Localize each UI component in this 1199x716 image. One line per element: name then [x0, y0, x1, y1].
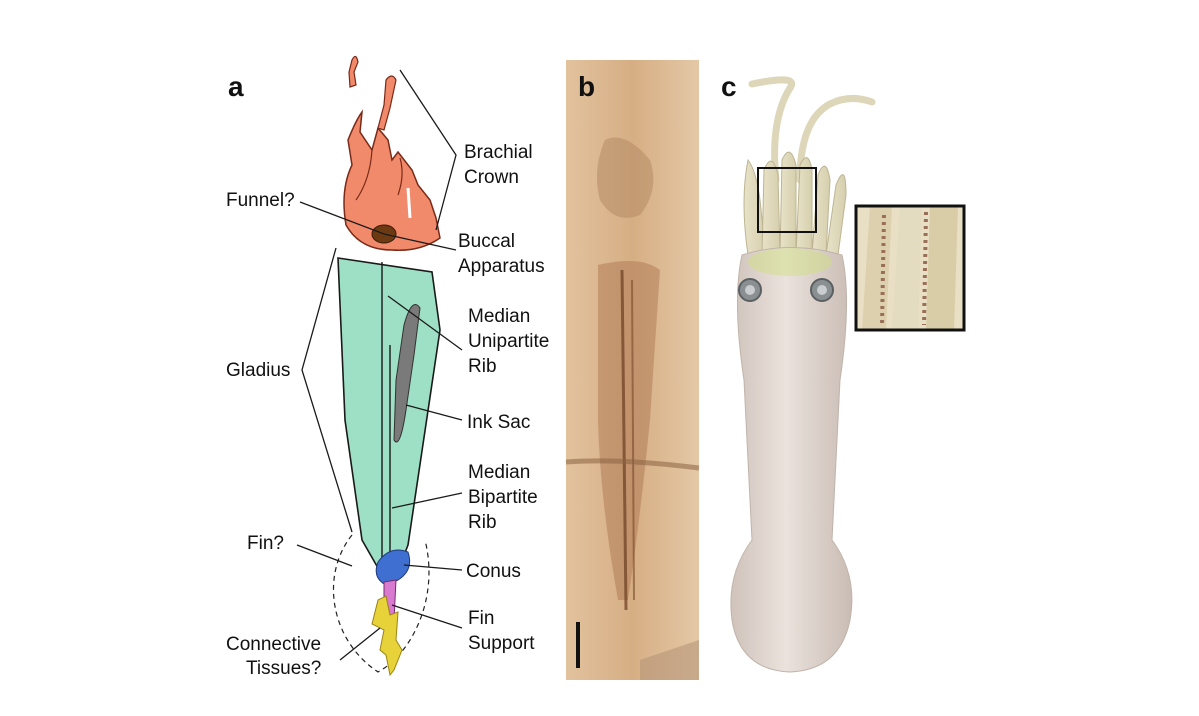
label-ink-sac: Ink Sac — [467, 412, 530, 433]
conus-shape — [375, 549, 411, 586]
zoom-source-box — [757, 167, 817, 233]
label-median-bipartite-rib: Median Bipartite Rib — [468, 462, 543, 533]
inset-suckers-2 — [922, 211, 928, 326]
leader-lines — [296, 69, 463, 661]
brachial-crown-fold-2 — [397, 157, 403, 196]
brachial-crown-shape — [343, 109, 441, 251]
arm-fragment-1 — [348, 55, 359, 88]
squid-eye-left-pupil — [745, 285, 755, 295]
panel-letter-c: c — [721, 71, 737, 102]
bipartite-leader — [391, 492, 463, 509]
tentacle-right — [796, 95, 876, 184]
panel-letter-a: a — [228, 71, 244, 102]
arm-2 — [761, 160, 781, 256]
label-conus: Conus — [466, 561, 521, 582]
ink-sac-leader — [405, 404, 463, 421]
connective-leader — [339, 627, 381, 661]
connective-tissues-shape — [371, 595, 403, 677]
buccal-leader — [383, 233, 457, 251]
panel-a: a — [226, 55, 555, 679]
brachial-crown-bracket — [399, 69, 457, 231]
fossil-crack — [565, 458, 700, 471]
label-connective-tissues: Connective Tissues? — [226, 634, 326, 679]
tentacle-left — [748, 76, 796, 184]
inset-arm-2 — [892, 206, 922, 330]
squid-eye-right-pupil — [817, 285, 827, 295]
arm-fragment-2 — [377, 75, 397, 131]
conus-leader — [403, 564, 463, 571]
fin-leader — [296, 544, 353, 567]
arm-5 — [811, 165, 831, 256]
gladius-shape — [337, 257, 441, 577]
arm-3 — [779, 151, 797, 256]
inset-suckers-1 — [880, 214, 886, 326]
panel-c: c — [721, 71, 966, 673]
fossil-crown-impression — [596, 137, 654, 218]
arm-4 — [795, 157, 813, 256]
label-fin-support: Fin Support — [468, 608, 535, 654]
fin-outline — [333, 534, 430, 673]
fin-support-leader — [391, 604, 463, 629]
squid-collar-tint — [748, 248, 832, 276]
unipartite-leader — [387, 295, 463, 351]
inset-frame — [854, 204, 966, 332]
label-buccal-apparatus: Buccal Apparatus — [458, 231, 545, 277]
panel-letter-b: b — [578, 71, 595, 102]
panel-b: b — [565, 60, 700, 680]
gladius-bracket — [301, 247, 353, 533]
fossil-rib-dark-2 — [631, 279, 635, 601]
label-fin: Fin? — [247, 533, 284, 554]
ink-sac-shape — [393, 304, 421, 443]
fossil-rib-dark — [620, 269, 628, 611]
label-funnel: Funnel? — [226, 190, 295, 211]
brachial-crown-slit — [406, 187, 412, 219]
label-gladius: Gladius — [226, 360, 290, 381]
fossil-crack-2 — [640, 640, 699, 680]
funnel-leader — [299, 201, 385, 235]
arm-6 — [825, 174, 847, 256]
fossil-body-impression — [598, 261, 660, 600]
inset-zoom — [854, 204, 966, 332]
label-median-unipartite-rib: Median Unipartite Rib — [468, 306, 555, 377]
label-brachial-crown: Brachial Crown — [464, 142, 538, 188]
squid-mantle — [730, 247, 853, 673]
inset-arm-3 — [926, 206, 958, 330]
brachial-crown-fold — [355, 149, 373, 201]
